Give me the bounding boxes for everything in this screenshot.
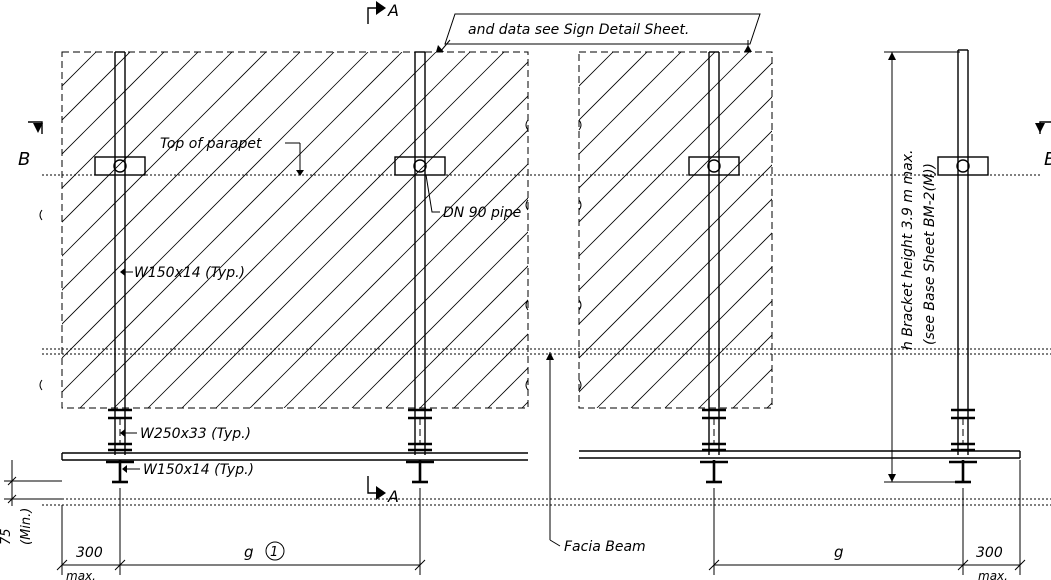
dn90-pipe (956, 159, 970, 173)
break-marks (39, 119, 582, 391)
post-w150-lower-callout: W150x14 (Typ.) (122, 462, 254, 478)
mid-rail-lines (42, 348, 1051, 355)
post-1 (94, 51, 146, 484)
dn90-pipe (413, 159, 427, 173)
min-label: (Min.) (19, 508, 34, 545)
min-clearance-dimension: 75 (Min.) (0, 460, 62, 545)
beam-w250-label: W250x33 (Typ.) (140, 426, 251, 442)
bracket-height-line1: h Bracket height 3.9 m max. (900, 150, 916, 350)
post-4 (937, 49, 989, 484)
sign-panel-left (61, 51, 529, 409)
post-w150-lower-label: W150x14 (Typ.) (143, 462, 254, 478)
top-of-parapet-label: Top of parapet (160, 136, 262, 152)
pipe-bracket (394, 156, 446, 176)
section-mark-a-bottom: A (367, 476, 399, 506)
top-of-parapet-callout: Top of parapet (160, 136, 304, 176)
section-b-left-label: B (18, 149, 30, 170)
bracket-height-dimension: h Bracket height 3.9 m max. (see Base Sh… (884, 51, 960, 483)
dn90-pipe (113, 159, 127, 173)
pipe-bracket (937, 156, 989, 176)
gap-left-label: g (244, 543, 254, 561)
post-w150-upper-label: W150x14 (Typ.) (134, 265, 245, 281)
walkway-beam (61, 450, 1021, 461)
min-value: 75 (0, 528, 14, 545)
sign-data-text: and data see Sign Detail Sheet. (468, 22, 689, 38)
bracket-height-line2: (see Base Sheet BM-2(M)) (922, 163, 938, 345)
section-mark-a-top: A (367, 1, 399, 24)
left-max-label: max. (66, 569, 96, 580)
dn90-pipe-label: DN 90 pipe (443, 205, 521, 221)
right-max-label: max. (978, 569, 1008, 580)
sign-panel-right (578, 51, 773, 409)
left-offset-value: 300 (76, 545, 103, 561)
posts (94, 49, 989, 484)
sign-data-callout: and data see Sign Detail Sheet. (436, 13, 761, 53)
note-number-circle (265, 541, 285, 561)
bottom-dimensions: 300 max. g 1 g 300 max. (56, 460, 1026, 580)
section-mark-b-left: B (18, 121, 43, 170)
section-a-top-label: A (387, 1, 399, 20)
post-3 (688, 51, 740, 484)
note-number: 1 (270, 545, 278, 560)
section-mark-b-right: B (1035, 121, 1051, 170)
facia-beam-label: Facia Beam (564, 539, 646, 555)
beam-w250-callout: W250x33 (Typ.) (120, 426, 251, 442)
right-offset-value: 300 (976, 545, 1003, 561)
gap-right-label: g (834, 543, 844, 561)
section-a-bottom-label: A (387, 487, 399, 506)
facia-beam-lines (42, 498, 1051, 506)
pipe-bracket (94, 156, 146, 176)
pipe-bracket (688, 156, 740, 176)
section-b-right-label: B (1044, 149, 1051, 170)
facia-beam-callout: Facia Beam (546, 352, 646, 555)
post-2 (394, 51, 446, 484)
post-w150-upper-callout: W150x14 (Typ.) (120, 265, 245, 281)
dn90-pipe (707, 159, 721, 173)
dn90-pipe-callout: DN 90 pipe (425, 174, 521, 221)
